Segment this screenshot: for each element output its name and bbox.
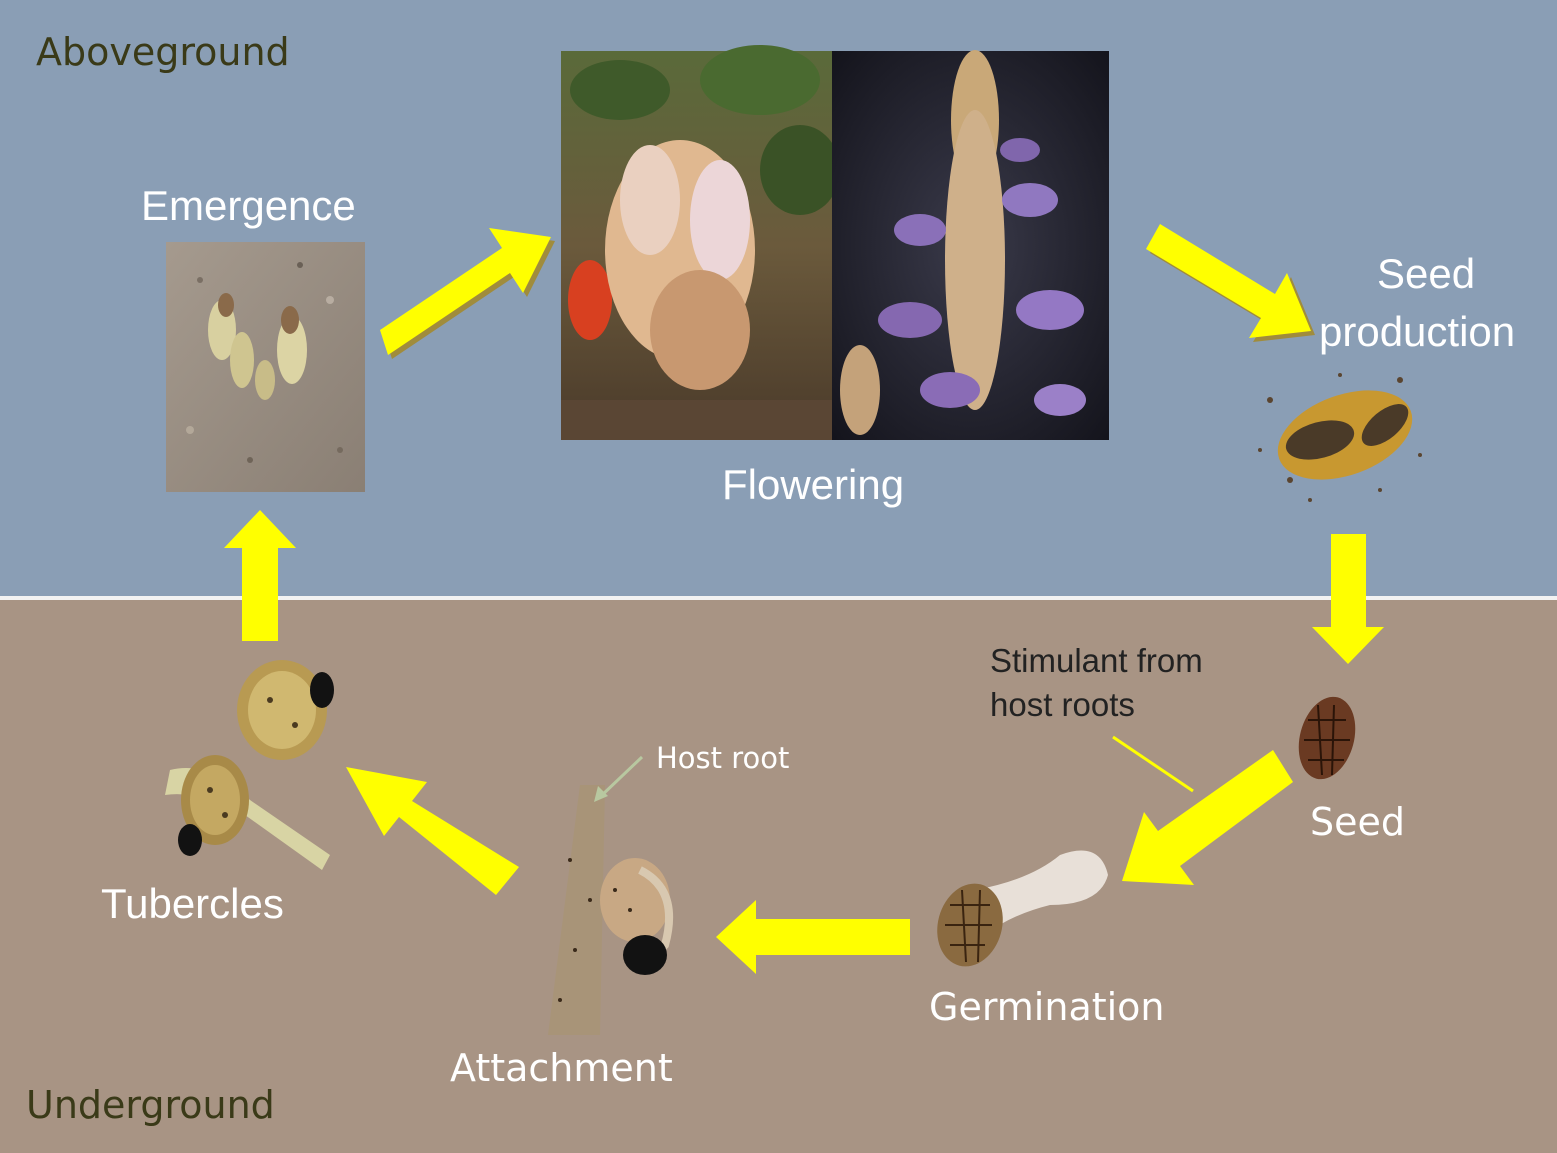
flowering-photo-closeup	[832, 50, 1109, 440]
flowering-photo-field	[561, 45, 840, 440]
seed-picture	[1290, 690, 1364, 785]
stimulant-pointer	[1113, 737, 1193, 791]
arrow-tubercles-to-emergence	[224, 510, 296, 641]
arrow-seed-production-to-seed	[1312, 534, 1384, 664]
stimulant-label-line1: Stimulant from	[990, 642, 1203, 680]
stage-label-seed-production-line2: production	[1319, 308, 1515, 356]
attachment-picture	[548, 785, 670, 1035]
tubercles-picture	[165, 660, 334, 870]
arrow-seed-to-germination	[1122, 750, 1293, 885]
stage-label-seed: Seed	[1310, 800, 1405, 844]
germination-picture	[928, 851, 1108, 974]
arrow-germination-to-attachment	[716, 900, 910, 974]
stage-label-emergence: Emergence	[141, 182, 356, 230]
stage-label-flowering: Flowering	[722, 461, 904, 509]
aboveground-label: Aboveground	[36, 30, 290, 74]
stage-label-tubercles: Tubercles	[101, 880, 284, 928]
underground-label: Underground	[26, 1083, 275, 1127]
arrow-attachment-to-tubercles	[346, 767, 519, 895]
host-root-pointer	[600, 757, 642, 797]
arrow-emergence-to-flowering	[380, 228, 555, 359]
stage-label-attachment: Attachment	[450, 1046, 673, 1090]
stage-label-germination: Germination	[929, 985, 1165, 1029]
host-root-label: Host root	[656, 741, 789, 775]
emergence-photo	[166, 242, 365, 492]
arrow-flowering-to-seed-production	[1146, 224, 1315, 342]
stage-label-seed-production-line1: Seed	[1377, 250, 1475, 298]
stimulant-label-line2: host roots	[990, 686, 1135, 724]
seed-capsule-picture	[1258, 373, 1424, 502]
